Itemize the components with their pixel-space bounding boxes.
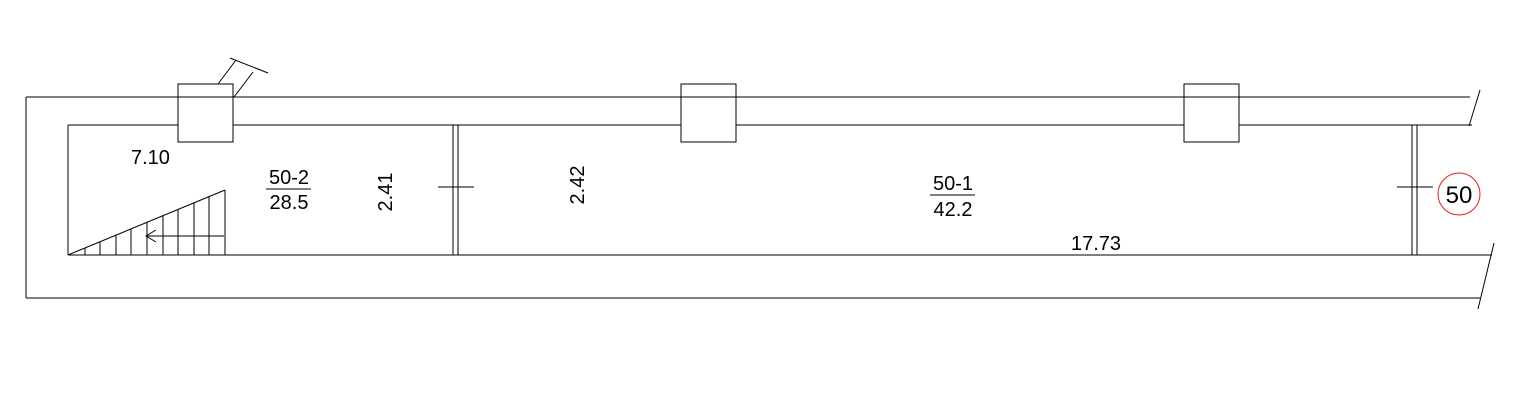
room-number: 50-1 [933, 173, 973, 195]
break-line-bottom [1477, 242, 1495, 310]
room-label-50-2: 50-2 28.5 [266, 167, 311, 214]
right-end-wall [1397, 125, 1433, 255]
inner-wall [67, 124, 1492, 256]
vent-duct [217, 57, 269, 98]
stair-direction-arrow [145, 229, 224, 243]
unit-marker-label: 50 [1446, 182, 1473, 209]
partition-wall [438, 125, 474, 255]
dimension-length-left: 7.10 [131, 147, 170, 169]
staircase [67, 189, 226, 256]
room-area: 42.2 [934, 199, 973, 221]
break-line-top [1468, 89, 1481, 127]
column-2 [680, 83, 737, 143]
room-area: 28.5 [270, 192, 309, 214]
unit-marker: 50 [1437, 172, 1481, 216]
outer-wall [25, 96, 1480, 299]
dimension-width-room-50-2: 2.41 [375, 173, 397, 212]
room-number: 50-2 [269, 167, 309, 189]
room-label-50-1: 50-1 42.2 [930, 173, 975, 221]
dimension-length-room-50-1: 17.73 [1071, 233, 1121, 255]
column-1 [177, 83, 234, 143]
column-3 [1183, 83, 1240, 143]
dimension-width-room-50-1: 2.42 [567, 166, 589, 205]
